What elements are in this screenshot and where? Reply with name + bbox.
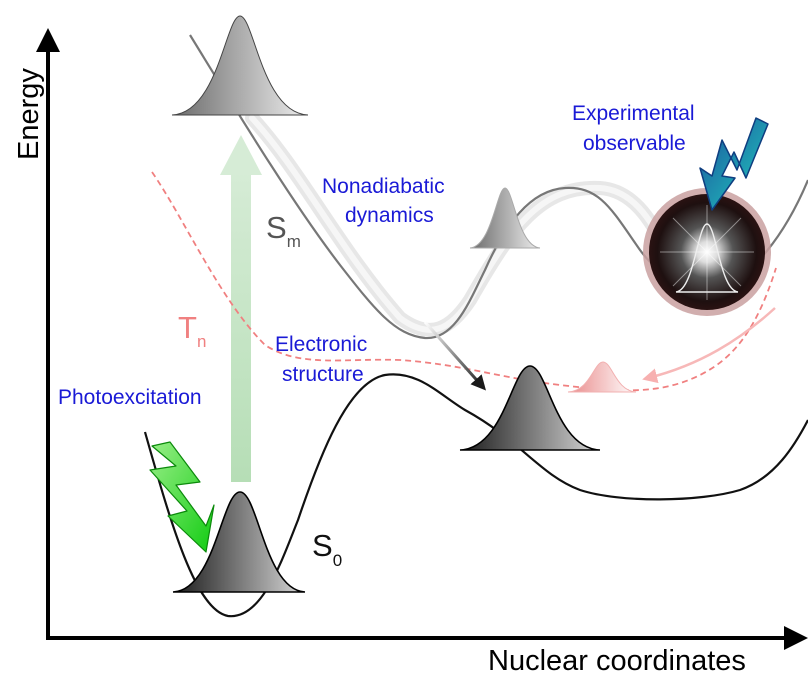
tn-label-sub: n	[197, 332, 206, 351]
x-axis-arrowhead	[784, 626, 808, 650]
sm-label-sub: m	[287, 232, 301, 251]
wavepacket-sm-franck-condon	[171, 15, 309, 116]
wavepacket-s0-local	[459, 365, 601, 451]
observable-orb	[643, 188, 771, 316]
tn-label: Tn	[178, 310, 206, 351]
x-axis-label: Nuclear coordinates	[488, 645, 746, 675]
probe-lightning-icon	[699, 117, 769, 211]
s0-label-letter: S	[312, 528, 333, 563]
tn-label-letter: T	[178, 310, 197, 345]
y-axis-arrowhead	[36, 28, 60, 52]
intersystem-arrow	[642, 307, 776, 384]
electronic-label-line2: structure	[282, 363, 364, 386]
wavepacket-s0	[172, 491, 306, 593]
hopping-arrow	[423, 321, 486, 391]
wavepacket-sm-intermediate	[469, 187, 541, 249]
electronic-label-line1: Electronic	[275, 333, 367, 356]
sm-label: Sm	[266, 210, 301, 251]
s0-curve	[143, 373, 808, 618]
nonadiabatic-label-line2: dynamics	[345, 204, 434, 227]
excitation-arrow	[220, 135, 262, 482]
nonadiabatic-label-line1: Nonadiabatic	[322, 175, 445, 198]
axes: Energy Nuclear coordinates	[13, 28, 808, 675]
photon-lightning-icon	[149, 441, 215, 553]
wavepacket-tn	[567, 361, 637, 393]
s0-label: S0	[312, 528, 342, 570]
s0-label-sub: 0	[333, 551, 342, 570]
sm-label-letter: S	[266, 210, 287, 245]
experimental-label-line1: Experimental	[572, 102, 695, 125]
photoexcitation-label: Photoexcitation	[58, 386, 202, 409]
experimental-label-line2: observable	[583, 132, 686, 155]
y-axis-label: Energy	[13, 68, 45, 160]
